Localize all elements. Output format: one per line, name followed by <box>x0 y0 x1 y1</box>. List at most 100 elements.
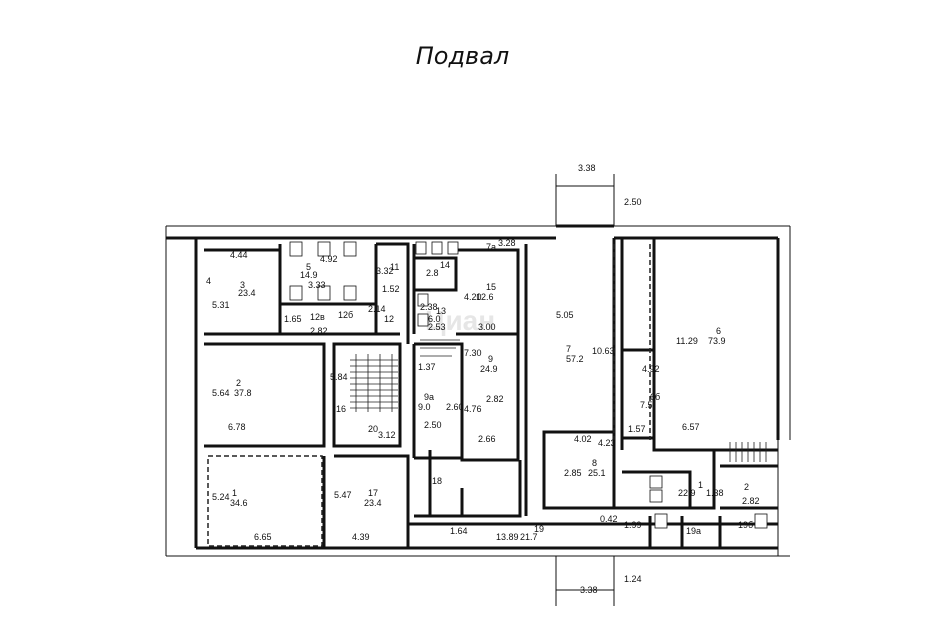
svg-text:57.2: 57.2 <box>566 354 584 364</box>
svg-text:23.4: 23.4 <box>364 498 382 508</box>
wc-fixtures <box>289 241 768 529</box>
watermark: Циан <box>425 305 495 336</box>
svg-text:3.33: 3.33 <box>308 280 326 290</box>
svg-text:9а: 9а <box>424 392 434 402</box>
svg-text:13.89: 13.89 <box>496 532 519 542</box>
svg-text:2.50: 2.50 <box>424 420 442 430</box>
room-19a: 19а <box>686 526 701 536</box>
svg-text:1.64: 1.64 <box>450 526 468 536</box>
svg-text:6.78: 6.78 <box>228 422 246 432</box>
svg-text:12б: 12б <box>338 310 353 320</box>
svg-text:2.66: 2.66 <box>478 434 496 444</box>
bottom-entrance <box>555 556 615 606</box>
svg-text:22.9: 22.9 <box>678 488 696 498</box>
svg-text:73.9: 73.9 <box>708 336 726 346</box>
svg-text:3: 3 <box>240 280 245 290</box>
svg-text:6б: 6б <box>650 392 660 402</box>
svg-text:19б: 19б <box>738 520 753 530</box>
room-9: 7.30 9 24.9 2.82 4.76 2.66 2.60 <box>446 348 504 444</box>
svg-text:9: 9 <box>488 354 493 364</box>
floor-title: Подвал <box>415 42 510 70</box>
svg-text:5.84: 5.84 <box>330 372 348 382</box>
svg-text:4.39: 4.39 <box>352 532 370 542</box>
svg-text:1: 1 <box>698 480 703 490</box>
room-1: 1 34.6 5.24 6.65 <box>212 488 272 542</box>
svg-text:4.20: 4.20 <box>464 292 482 302</box>
top-entrance <box>555 174 615 228</box>
svg-text:25.1: 25.1 <box>588 468 606 478</box>
svg-text:6.57: 6.57 <box>682 422 700 432</box>
svg-text:1.57: 1.57 <box>628 424 646 434</box>
svg-text:5.31: 5.31 <box>212 300 230 310</box>
svg-text:37.8: 37.8 <box>234 388 252 398</box>
room-15: 15 12.6 4.20 3.00 <box>464 282 496 332</box>
svg-text:34.6: 34.6 <box>230 498 248 508</box>
svg-text:3.32: 3.32 <box>376 266 394 276</box>
room-8: 4.02 8 25.1 4.23 2.85 <box>564 434 616 478</box>
room-6b: 4.92 6б 7.5 1.57 <box>628 364 660 434</box>
svg-text:6.65: 6.65 <box>254 532 272 542</box>
svg-text:14.9: 14.9 <box>300 270 318 280</box>
svg-text:20: 20 <box>368 424 378 434</box>
svg-text:5: 5 <box>306 262 311 272</box>
svg-text:24.9: 24.9 <box>480 364 498 374</box>
room-9a: 9а 9.0 2.50 1.37 <box>418 362 442 430</box>
room-1-right: 1 22.9 1.38 <box>678 480 724 498</box>
dim-top-width: 3.38 <box>578 163 596 173</box>
svg-text:4.92: 4.92 <box>320 254 338 264</box>
svg-text:12в: 12в <box>310 312 325 322</box>
svg-text:2.53: 2.53 <box>428 322 446 332</box>
interior-walls <box>204 238 778 548</box>
svg-text:18: 18 <box>432 476 442 486</box>
room-2-right: 2 2.82 <box>742 482 760 506</box>
room-12: 2.14 12 12б 1.65 12в 2.82 <box>284 304 394 336</box>
svg-text:13: 13 <box>436 306 446 316</box>
svg-text:5.24: 5.24 <box>212 492 230 502</box>
svg-text:4.76: 4.76 <box>464 404 482 414</box>
svg-text:3.00: 3.00 <box>478 322 496 332</box>
svg-text:12: 12 <box>384 314 394 324</box>
room-20: 20 3.12 <box>368 424 396 440</box>
svg-text:12.6: 12.6 <box>476 292 494 302</box>
svg-text:6.0: 6.0 <box>428 314 441 324</box>
room-19b: 19б <box>738 520 753 530</box>
svg-text:7а: 7а <box>486 242 496 252</box>
room-13: 13 6.0 2.38 2.53 <box>420 302 446 332</box>
svg-text:21.7: 21.7 <box>520 532 538 542</box>
svg-text:1.65: 1.65 <box>284 314 302 324</box>
room-7: 5.05 7 57.2 10.63 <box>556 310 615 364</box>
svg-text:15: 15 <box>486 282 496 292</box>
room-7a: 7а 3.28 <box>486 238 516 252</box>
svg-text:5.05: 5.05 <box>556 310 574 320</box>
svg-text:2.82: 2.82 <box>310 326 328 336</box>
room-18: 18 <box>432 476 442 486</box>
svg-text:14: 14 <box>440 260 450 270</box>
room-19: 1.64 13.89 19 21.7 0.42 1.99 <box>450 514 642 542</box>
svg-text:5.64: 5.64 <box>212 388 230 398</box>
dashed-partitions <box>207 244 651 547</box>
svg-text:0.42: 0.42 <box>600 514 618 524</box>
svg-text:7.30: 7.30 <box>464 348 482 358</box>
svg-text:17: 17 <box>368 488 378 498</box>
dim-bottom-width: 3.38 <box>580 585 598 595</box>
room-11: 11 3.32 1.52 <box>376 262 400 294</box>
room-17: 17 23.4 5.47 4.39 <box>334 488 382 542</box>
stairs-center <box>420 339 460 357</box>
room-2: 2 37.8 5.64 6.78 <box>212 378 252 432</box>
svg-text:2.82: 2.82 <box>486 394 504 404</box>
svg-text:11: 11 <box>390 262 399 272</box>
svg-text:19а: 19а <box>686 526 701 536</box>
svg-text:7: 7 <box>566 344 571 354</box>
svg-text:5.47: 5.47 <box>334 490 352 500</box>
stairs-left <box>350 354 398 412</box>
svg-text:1: 1 <box>232 488 237 498</box>
svg-text:10.63: 10.63 <box>592 346 615 356</box>
room-3: 4.44 3 23.4 5.31 4 <box>206 250 256 310</box>
svg-text:6: 6 <box>716 326 721 336</box>
svg-text:1.52: 1.52 <box>382 284 400 294</box>
svg-text:16: 16 <box>336 404 346 414</box>
svg-text:4.92: 4.92 <box>642 364 660 374</box>
room-14: 14 2.8 <box>426 260 450 278</box>
dim-top-depth: 2.50 <box>624 197 642 207</box>
